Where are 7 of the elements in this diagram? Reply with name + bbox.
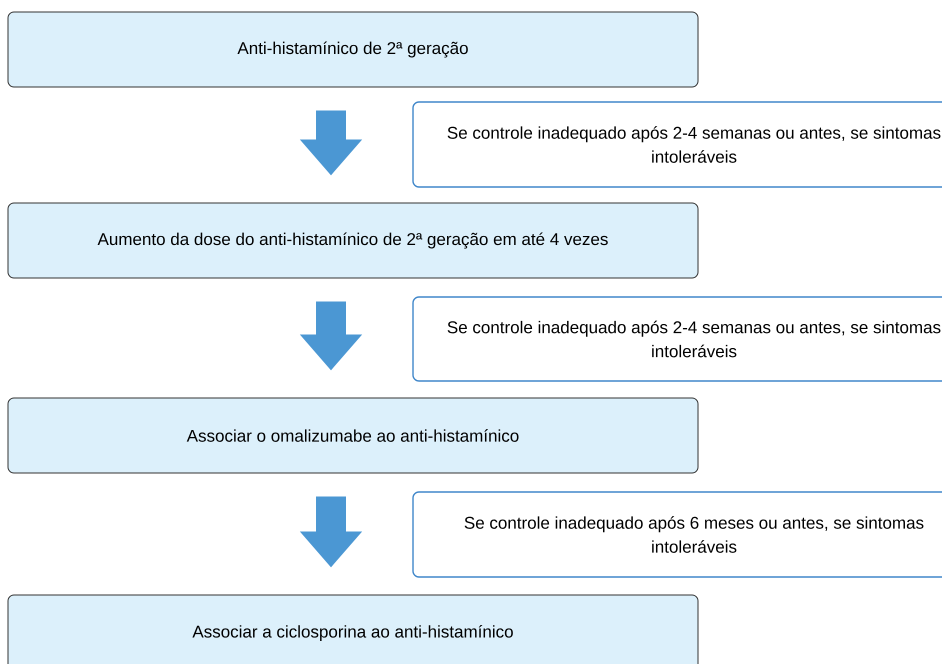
step-box: Anti-histamínico de 2ª geração xyxy=(8,12,698,88)
step-box: Associar a ciclosporina ao anti-histamínico xyxy=(8,594,698,664)
condition-box: Se controle inadequado após 6 meses ou antes, se sintomas intoleráveis xyxy=(412,491,942,578)
condition-box: Se controle inadequado após 2-4 semanas ou antes, se sintomas intoleráveis xyxy=(412,296,942,382)
step-box: Aumento da dose do anti-histamínico de 2ª geração em até 4 vezes xyxy=(8,202,698,278)
step-box: Associar o omalizumabe ao anti-histamínico xyxy=(8,398,698,474)
condition-box: Se controle inadequado após 2-4 semanas ou antes, se sintomas intoleráveis xyxy=(412,101,942,188)
